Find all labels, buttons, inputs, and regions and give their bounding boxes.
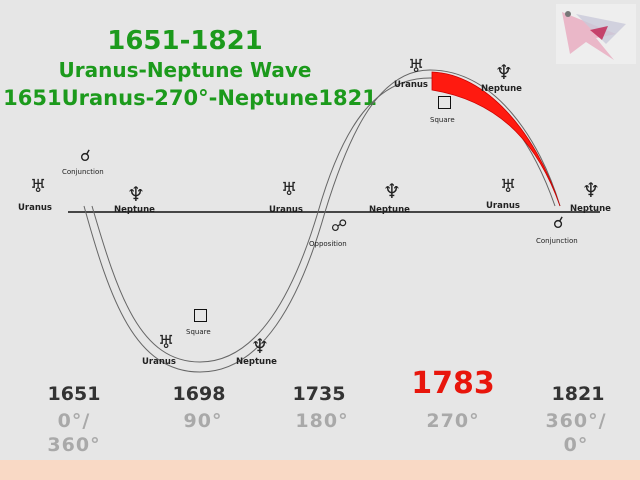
neptune-symbol-bottom: ♆ [251, 334, 269, 358]
uranus-label-top: Uranus [394, 80, 428, 90]
neptune-label-top: Neptune [481, 84, 522, 94]
neptune-symbol-top: ♆ [495, 60, 513, 84]
uranus-symbol-bottom: ♅ [158, 332, 175, 353]
uranus-label-bottom: Uranus [142, 357, 176, 367]
diagram-title: 1651-1821 [107, 26, 263, 56]
neptune-label-right: Neptune [570, 204, 611, 214]
neptune-label-mid: Neptune [369, 205, 410, 215]
year-1821: 1821 [551, 383, 605, 405]
square-label-bottom: Square [186, 328, 211, 336]
diagram-subtitle-2: 1651Uranus-270°-Neptune1821 [3, 86, 377, 110]
square-symbol-top [438, 96, 451, 109]
conjunction-label-right: Conjunction [536, 237, 578, 245]
neptune-label-bottom: Neptune [236, 357, 277, 367]
square-label-top: Square [430, 116, 455, 124]
opposition-label: Opposition [309, 240, 347, 248]
uranus-symbol-top: ♅ [408, 56, 425, 77]
square-symbol-bottom [194, 309, 207, 322]
diagram-subtitle: Uranus-Neptune Wave [58, 58, 312, 82]
conjunction-symbol-right: ☌ [553, 213, 564, 232]
year-1651: 1651 [47, 383, 101, 405]
bottom-band [0, 460, 640, 480]
opposition-symbol: ☍ [331, 216, 348, 235]
degree-0-line2: 360° [47, 434, 101, 456]
year-1698: 1698 [172, 383, 226, 405]
wave-highlight [431, 71, 561, 207]
uranus-label-1651: Uranus [18, 203, 52, 213]
wave-inner [91, 77, 556, 363]
neptune-label-1: Neptune [114, 205, 155, 215]
neptune-symbol-right: ♆ [582, 178, 600, 202]
uranus-label-mid: Uranus [269, 205, 303, 215]
uranus-symbol-right: ♅ [500, 176, 517, 197]
uranus-label-right: Uranus [486, 201, 520, 211]
uranus-symbol-mid: ♅ [281, 179, 298, 200]
logo-image [556, 4, 636, 64]
degree-360-line1: 360°/ [545, 410, 607, 432]
year-1735: 1735 [292, 383, 346, 405]
degree-90: 90° [183, 410, 223, 432]
wave-outer [83, 69, 561, 373]
neptune-symbol-mid: ♆ [383, 179, 401, 203]
conjunction-symbol-left: ☌ [80, 146, 91, 165]
conjunction-label-left: Conjunction [62, 168, 104, 176]
degree-0-line1: 0°/ [57, 410, 91, 432]
year-1783-highlight: 1783 [411, 366, 495, 401]
degree-270: 270° [426, 410, 480, 432]
degree-360-line2: 0° [563, 434, 589, 456]
degree-180: 180° [295, 410, 349, 432]
uranus-symbol-1651: ♅ [30, 176, 47, 197]
neptune-symbol-1: ♆ [127, 182, 145, 206]
